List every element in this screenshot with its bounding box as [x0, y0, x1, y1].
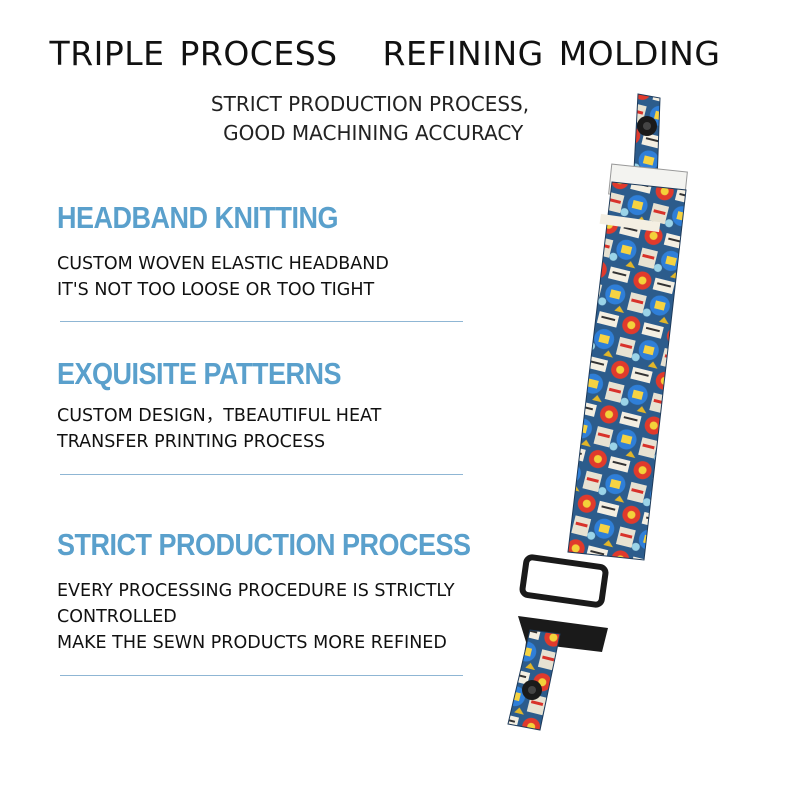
section-body-headband-knitting: CUSTOM WOVEN ELASTIC HEADBAND IT'S NOT T…: [57, 251, 497, 303]
section-body-line: CUSTOM WOVEN ELASTIC HEADBAND: [57, 254, 389, 274]
subtitle-line: STRICT PRODUCTION PROCESS,: [210, 92, 530, 116]
section-body-line: TRANSFER PRINTING PROCESS: [57, 432, 326, 452]
section-divider: [60, 474, 463, 475]
section-divider: [60, 675, 463, 676]
section-heading-exquisite-patterns: EXQUISITE PATTERNS: [57, 357, 342, 391]
main-band: [567, 181, 687, 561]
headband-strap-image: [507, 93, 688, 731]
page-subtitle: STRICT PRODUCTION PROCESS, GOOD MACHININ…: [170, 90, 570, 148]
section-body-line: CUSTOM DESIGN，TBEAUTIFUL HEAT: [57, 406, 382, 426]
lower-strap: [507, 629, 561, 731]
page-title: TRIPLE PROCESS REFINING MOLDING: [49, 34, 721, 73]
section-heading-strict-production-process: STRICT PRODUCTION PROCESS: [57, 528, 471, 562]
section-body-line: MAKE THE SEWN PRODUCTS MORE REFINED: [57, 633, 447, 653]
subtitle-line: GOOD MACHINING ACCURACY: [216, 121, 524, 145]
section-body-strict-production-process: EVERY PROCESSING PROCEDURE IS STRICTLY C…: [57, 578, 497, 656]
section-body-line: CONTROLLED: [57, 607, 177, 627]
section-body-exquisite-patterns: CUSTOM DESIGN，TBEAUTIFUL HEAT TRANSFER P…: [57, 403, 497, 455]
section-heading-headband-knitting: HEADBAND KNITTING: [57, 201, 339, 235]
section-body-line: EVERY PROCESSING PROCEDURE IS STRICTLY: [57, 581, 455, 601]
section-divider: [60, 321, 463, 322]
section-body-line: IT'S NOT TOO LOOSE OR TOO TIGHT: [57, 280, 375, 300]
